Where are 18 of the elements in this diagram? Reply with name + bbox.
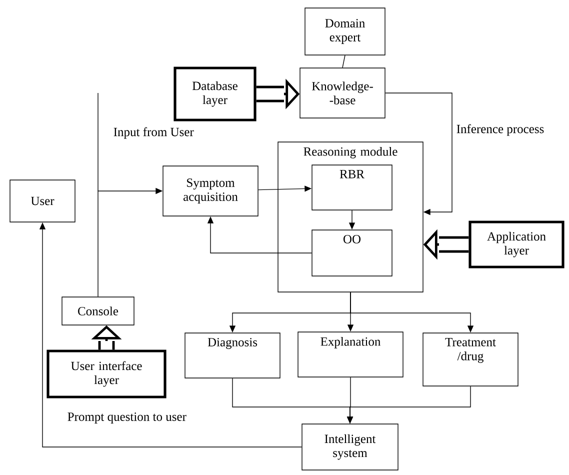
arrow <box>385 92 452 216</box>
process-box: Symptom acquisition <box>162 166 258 216</box>
edge-label: Input from User <box>112 126 195 140</box>
process-box: Treatment /drug <box>422 332 518 386</box>
process-box: RBR <box>312 164 392 210</box>
process-box: Explanation <box>298 332 404 378</box>
process-box: Console <box>62 296 134 326</box>
process-box: Knowledge- -base <box>300 68 386 118</box>
edge-label: Prompt question to user <box>66 412 188 424</box>
edge-label: Inference process <box>455 123 546 137</box>
process-box: Intelligent system <box>302 424 398 470</box>
process-box: Domain expert <box>304 8 386 56</box>
layer-box: Database layer <box>174 66 256 122</box>
layer-box: Application layer <box>468 220 564 268</box>
process-box: Diagnosis <box>184 332 280 378</box>
layer-box: User interface layer <box>46 350 166 398</box>
process-box: OO <box>312 230 392 276</box>
process-box: User <box>10 180 76 222</box>
